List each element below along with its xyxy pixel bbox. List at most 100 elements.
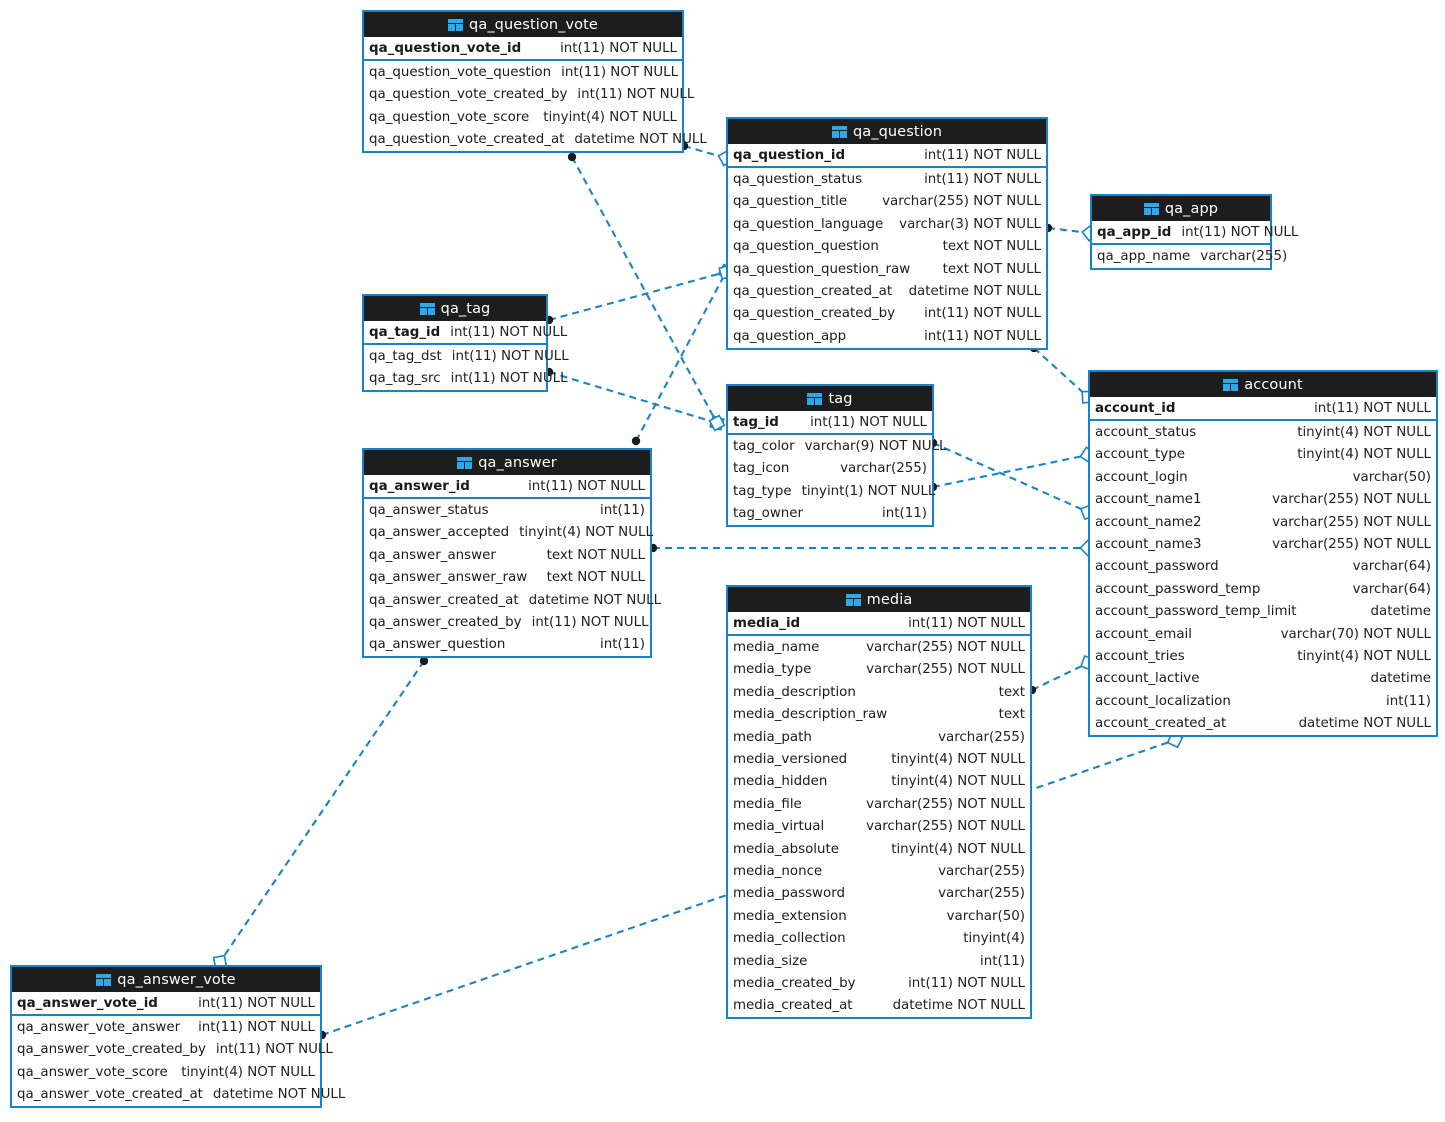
table-header-qa_app[interactable]: qa_app bbox=[1092, 196, 1270, 221]
table-header-tag[interactable]: tag bbox=[728, 386, 932, 411]
column-type: int(11) NOT NULL bbox=[924, 328, 1041, 344]
column-type: int(11) NOT NULL bbox=[215, 1042, 333, 1058]
table-header-qa_answer_vote[interactable]: qa_answer_vote bbox=[12, 967, 320, 992]
column-type: int(11) NOT NULL bbox=[924, 172, 1041, 188]
column-name: qa_question_vote_question bbox=[369, 65, 552, 81]
table-header-qa_question_vote[interactable]: qa_question_vote bbox=[364, 12, 682, 37]
table-header-qa_tag[interactable]: qa_tag bbox=[364, 296, 546, 321]
table-header-qa_question[interactable]: qa_question bbox=[728, 119, 1046, 144]
table-header-account[interactable]: account bbox=[1090, 372, 1436, 397]
column-name: tag_owner bbox=[733, 506, 804, 522]
column-type: varchar(255) bbox=[938, 863, 1025, 879]
table-header-media[interactable]: media bbox=[728, 587, 1030, 612]
table-header-qa_answer[interactable]: qa_answer bbox=[364, 450, 650, 475]
column-type: tinyint(4) bbox=[963, 931, 1025, 947]
column-type: datetime NOT NULL bbox=[574, 132, 707, 148]
column-name: media_password bbox=[733, 886, 845, 902]
column-type: text NOT NULL bbox=[942, 239, 1041, 255]
